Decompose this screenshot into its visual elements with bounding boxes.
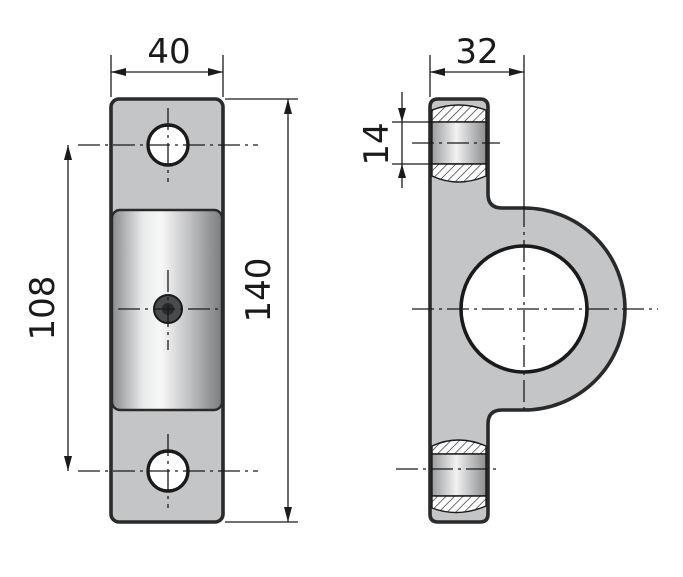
dimension-length: 140 (225, 98, 298, 523)
side-view (396, 97, 658, 524)
dimension-width-label: 40 (147, 32, 190, 72)
dimension-thickness-label: 32 (455, 32, 498, 72)
dimension-hole-spacing: 108 (23, 145, 72, 471)
bottom-hatch-lower (431, 495, 487, 514)
bottom-hole-section (431, 439, 487, 514)
dimension-hole-spacing-label: 108 (23, 276, 63, 341)
bottom-hole-bore (431, 453, 487, 497)
dimension-thickness: 32 (429, 32, 525, 205)
dimension-length-label: 140 (239, 258, 279, 323)
dimension-hole-diameter-label: 14 (357, 122, 397, 165)
bottom-hatch-upper (431, 439, 487, 455)
dimension-width: 40 (110, 32, 224, 97)
dimension-hole-diameter: 14 (357, 92, 432, 188)
top-hatch-upper (431, 104, 487, 123)
top-hatch-lower (431, 163, 487, 183)
front-view (78, 97, 258, 524)
